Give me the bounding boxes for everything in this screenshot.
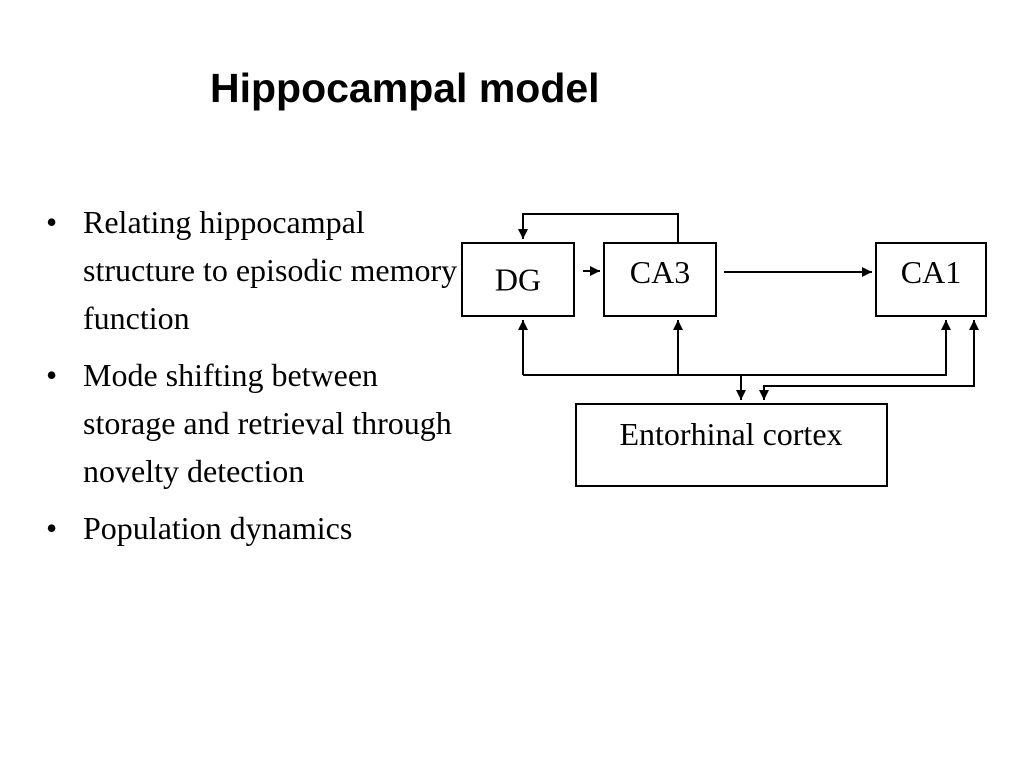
node-dg: DG [461, 242, 575, 317]
node-entorhinal-cortex-box [575, 403, 888, 487]
node-dg-label: DG [495, 262, 541, 298]
bullet-icon: • [46, 204, 58, 240]
bullet-icon: • [46, 510, 58, 546]
edge-ec-to-ca1 [523, 320, 951, 376]
bullet-item: • Mode shifting between storage and retr… [46, 351, 466, 495]
node-ca3-box [603, 242, 717, 317]
bullet-item: • Relating hippocampal structure to epis… [46, 198, 466, 342]
bullet-text: Population dynamics [83, 510, 353, 546]
node-entorhinal-cortex: Entorhinal cortex [575, 403, 888, 487]
bullet-list: • Relating hippocampal structure to epis… [46, 198, 466, 561]
slide-title: Hippocampal model [210, 65, 600, 111]
node-ca3-label: CA3 [630, 254, 690, 290]
node-ca1-box [875, 242, 987, 317]
node-dg-box [461, 242, 575, 317]
bullet-text: Relating hippocampal structure to episod… [83, 204, 458, 336]
bullet-item: • Population dynamics [46, 504, 466, 552]
bullet-icon: • [46, 357, 58, 393]
bullet-text: Mode shifting between storage and retrie… [83, 357, 452, 489]
node-ca1-label: CA1 [901, 254, 961, 290]
edge-ca3-to-dg [518, 213, 679, 243]
edge-ca1-to-ec-line [763, 320, 975, 400]
node-ca1: CA1 [875, 242, 987, 317]
node-entorhinal-cortex-label: Entorhinal cortex [619, 416, 842, 452]
node-ca3: CA3 [603, 242, 717, 317]
